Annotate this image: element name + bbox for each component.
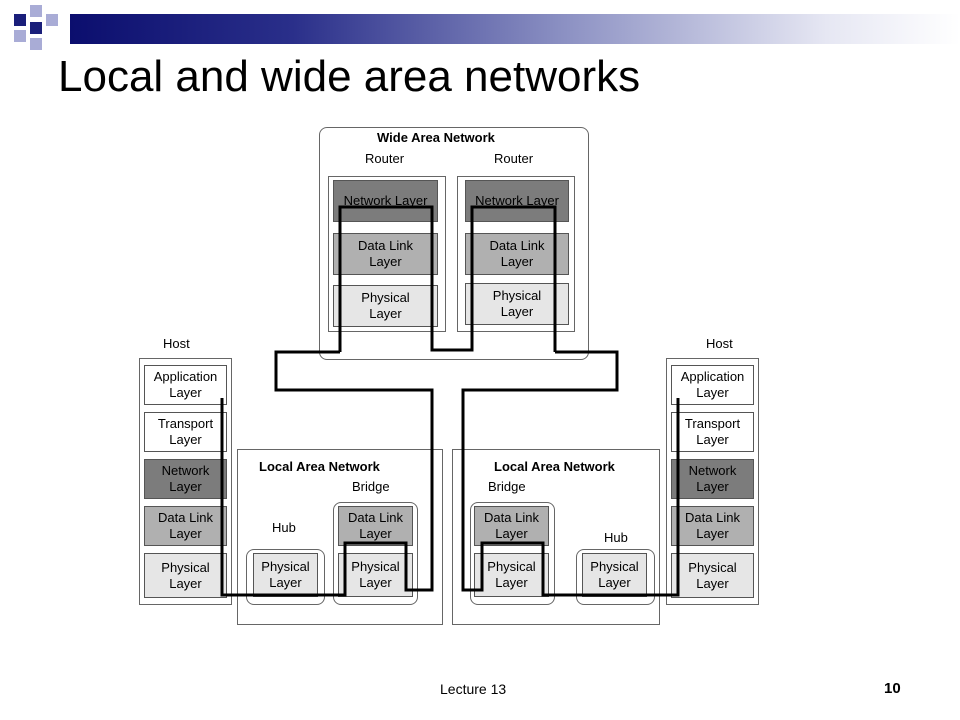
host-right-network-layer: Network Layer: [671, 459, 754, 499]
host-right-physical-layer: Physical Layer: [671, 553, 754, 598]
lan-right-bridge-physical-layer: Physical Layer: [474, 553, 549, 597]
wan-container: [319, 127, 589, 360]
host-right-label: Host: [706, 336, 733, 351]
lan-left-container: [237, 449, 443, 625]
host-left-datalink-layer: Data Link Layer: [144, 506, 227, 546]
header-square-light: [30, 38, 42, 50]
slide-title: Local and wide area networks: [58, 52, 641, 101]
wan-link-frame: [220, 350, 434, 597]
host-right-application-layer: Application Layer: [671, 365, 754, 405]
header-gradient-bar: [70, 14, 960, 44]
router-right-label: Router: [494, 151, 534, 166]
page-number: 10: [884, 680, 901, 697]
header-square-light: [30, 5, 42, 17]
header-square-dark: [14, 14, 26, 26]
lan-right-title: Local Area Network: [494, 459, 615, 474]
lan-left-bridge-physical-layer: Physical Layer: [338, 553, 413, 597]
host-right-box: [666, 358, 759, 605]
lan-left-bridge-label: Bridge: [352, 479, 390, 494]
router-left-physical-layer: Physical Layer: [333, 285, 438, 327]
host-left-application-layer: Application Layer: [144, 365, 227, 405]
lan-left-hub-label: Hub: [272, 520, 296, 535]
lan-right-hub-box: [576, 549, 655, 605]
router-left-box: [328, 176, 446, 332]
host-left-physical-layer: Physical Layer: [144, 553, 227, 598]
lan-right-hub-label: Hub: [604, 530, 628, 545]
lan-left-hub-physical-layer: Physical Layer: [253, 553, 318, 597]
router-right-box: [457, 176, 575, 332]
lan-left-hub-box: [246, 549, 325, 605]
router-right-network-layer: Network Layer: [465, 180, 569, 222]
host-left-box: [139, 358, 232, 605]
header-square-light: [14, 30, 26, 42]
host-right-datalink-layer: Data Link Layer: [671, 506, 754, 546]
wan-router-path: [338, 205, 557, 352]
router-left-datalink-layer: Data Link Layer: [333, 233, 438, 275]
lan-left-title: Local Area Network: [259, 459, 380, 474]
host-left-label: Host: [163, 336, 190, 351]
router-right-physical-layer: Physical Layer: [465, 283, 569, 325]
lan-left-bridge-datalink-layer: Data Link Layer: [338, 506, 413, 546]
lan-right-bridge-label: Bridge: [488, 479, 526, 494]
lan-left-bridge-box: [333, 502, 418, 605]
lan-right-hub-physical-layer: Physical Layer: [582, 553, 647, 597]
lan-right-container: [452, 449, 660, 625]
router-left-label: Router: [365, 151, 405, 166]
lan-right-bridge-datalink-layer: Data Link Layer: [474, 506, 549, 546]
router-left-network-layer: Network Layer: [333, 180, 438, 222]
wan-link-frame-right: [461, 350, 680, 597]
host-right-transport-layer: Transport Layer: [671, 412, 754, 452]
wan-title: Wide Area Network: [377, 130, 495, 145]
header-square-dark: [30, 22, 42, 34]
router-right-datalink-layer: Data Link Layer: [465, 233, 569, 275]
header-square-light: [46, 14, 58, 26]
lan-right-bridge-box: [470, 502, 555, 605]
host-left-transport-layer: Transport Layer: [144, 412, 227, 452]
host-left-network-layer: Network Layer: [144, 459, 227, 499]
footer-lecture: Lecture 13: [440, 681, 507, 697]
